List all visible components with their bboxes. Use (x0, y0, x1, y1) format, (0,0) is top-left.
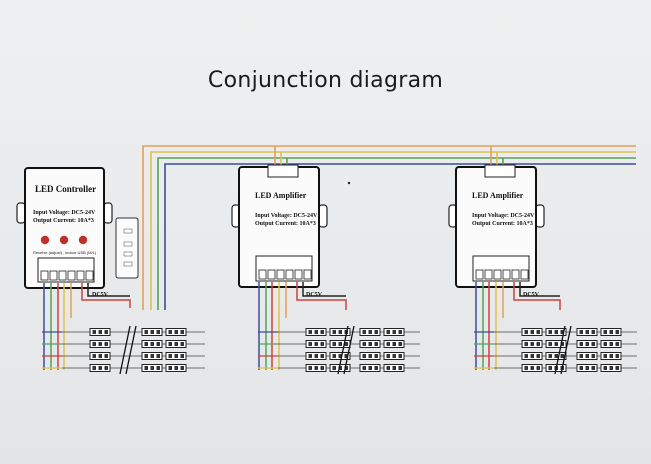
led-segment-icon (141, 340, 163, 348)
led-segment-icon (165, 328, 187, 336)
led-segment-icon (600, 328, 622, 336)
led-segment-icon (521, 328, 543, 336)
amplifier-1-output-current: Output Current: 10A*3 (255, 221, 316, 227)
led-amplifier-1: LED Amplifier Input Voltage: DC5-24V Out… (231, 164, 328, 288)
led-segment-icon (359, 364, 381, 372)
remote-control-icon (115, 217, 139, 279)
led-segment-icon (383, 352, 405, 360)
led-segment-icon (600, 352, 622, 360)
controller-name: LED Controller (35, 184, 96, 194)
led-segment-icon (359, 352, 381, 360)
strip-break-mark (337, 325, 349, 375)
led-segment-icon (359, 328, 381, 336)
led-segment-icon (305, 328, 327, 336)
strip-break-mark (343, 325, 355, 375)
led-segment-icon (89, 364, 111, 372)
led-segment-icon (383, 328, 405, 336)
amplifier-2-wires (475, 282, 561, 370)
led-segment-icon (141, 328, 163, 336)
bus-wires (142, 145, 636, 310)
amplifier-2-name: LED Amplifier (472, 191, 524, 200)
led-segment-icon (576, 340, 598, 348)
led-segment-icon (329, 352, 351, 360)
led-segment-icon (165, 352, 187, 360)
led-strip-groups (42, 325, 637, 375)
led-segment-icon (305, 340, 327, 348)
led-segment-icon (89, 352, 111, 360)
led-controller: LED Controller Input Voltage: DC5-24V Ou… (16, 167, 113, 289)
led-segment-icon (545, 352, 567, 360)
amplifier-1-name: LED Amplifier (255, 191, 307, 200)
controller-wires (43, 283, 131, 370)
amplifier-1-wires (258, 282, 347, 370)
led-segment-icon (89, 340, 111, 348)
amplifier-1-dc-label: DC5V (306, 292, 323, 298)
stray-dot (347, 181, 351, 185)
controller-dc-label: DC5V (92, 292, 109, 298)
led-segment-icon (576, 328, 598, 336)
led-segment-icon (600, 340, 622, 348)
led-segment-icon (165, 340, 187, 348)
strip-break-mark (560, 325, 572, 375)
controller-small-text: Receive (adjust) , indoor USB (M/L) (33, 250, 97, 255)
diagram-title: Conjunction diagram (207, 68, 444, 93)
strip-break-mark (554, 325, 566, 375)
led-segment-icon (305, 364, 327, 372)
strip-break-mark (119, 325, 131, 375)
led-segment-icon (305, 352, 327, 360)
led-segment-icon (545, 340, 567, 348)
controller-input-voltage: Input Voltage: DC5-24V (33, 210, 96, 216)
led-segment-icon (545, 328, 567, 336)
led-segment-icon (521, 364, 543, 372)
led-segment-icon (329, 340, 351, 348)
led-segment-icon (89, 328, 111, 336)
led-indicator-icon (78, 235, 88, 245)
amplifier-1-input-voltage: Input Voltage: DC5-24V (255, 213, 318, 219)
strip-break-mark (125, 325, 137, 375)
controller-output-current: Output Current: 10A*3 (33, 218, 94, 224)
led-segment-icon (576, 352, 598, 360)
amplifier-2-dc-label: DC5V (523, 292, 540, 298)
led-amplifier-2: LED Amplifier Input Voltage: DC5-24V Out… (448, 164, 545, 288)
led-segment-icon (383, 364, 405, 372)
led-segment-icon (141, 352, 163, 360)
led-segment-icon (521, 352, 543, 360)
led-indicator-icon (59, 235, 69, 245)
amplifier-2-output-current: Output Current: 10A*3 (472, 221, 533, 227)
led-indicator-icon (40, 235, 50, 245)
led-segment-icon (359, 340, 381, 348)
led-segment-icon (521, 340, 543, 348)
led-segment-icon (600, 364, 622, 372)
led-segment-icon (165, 364, 187, 372)
led-segment-icon (383, 340, 405, 348)
led-segment-icon (141, 364, 163, 372)
amplifier-2-input-voltage: Input Voltage: DC5-24V (472, 213, 535, 219)
led-segment-icon (576, 364, 598, 372)
